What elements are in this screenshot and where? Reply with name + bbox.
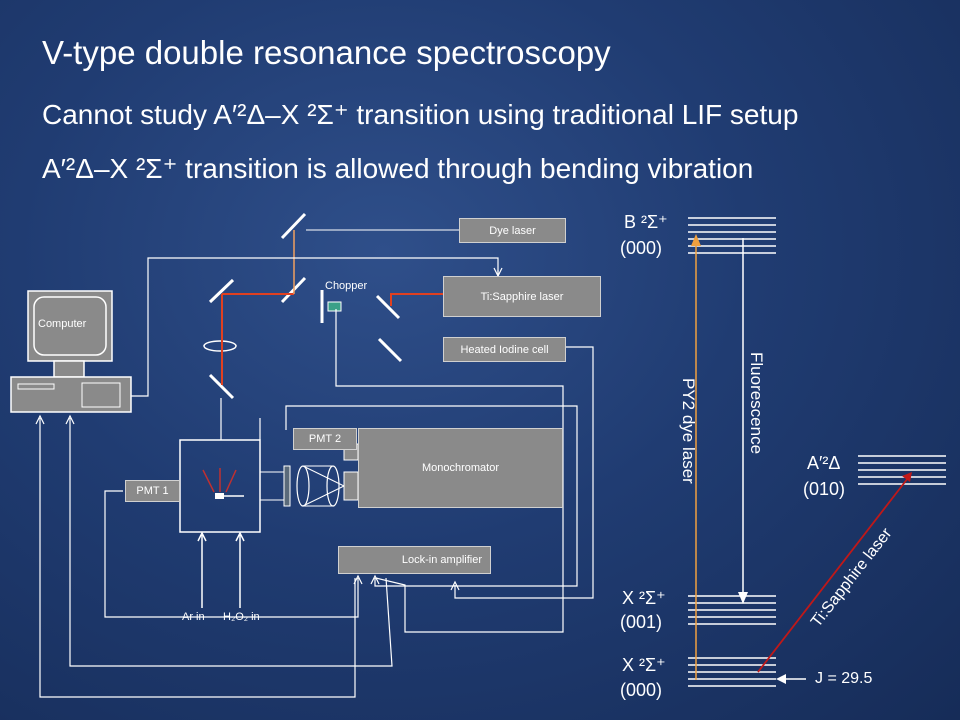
pmt1-box: PMT 1 <box>125 480 180 502</box>
slide-title: V-type double resonance spectroscopy <box>42 34 611 71</box>
chopper-label: Chopper <box>325 280 368 292</box>
x1-vib-label: (001) <box>620 612 663 632</box>
py2-dye-laser-label: PY2 dye laser <box>679 378 698 484</box>
laser-beam-path <box>221 293 443 385</box>
dye-laser-box: Dye laser <box>459 218 566 243</box>
x0-vib-label: (000) <box>620 680 663 700</box>
pmt2-box: PMT 2 <box>293 428 357 450</box>
bullet-line-1: Cannot study A′²Δ–X ²Σ⁺ transition using… <box>42 99 799 130</box>
a-state-label: A′²Δ <box>807 453 841 473</box>
h2o2-inlet-label: H₂O₂ in <box>223 611 260 623</box>
a-vib-label: (010) <box>803 479 846 499</box>
lockin-amplifier-box: Lock-in amplifier <box>338 546 491 574</box>
mirror-right <box>375 294 401 320</box>
lens <box>203 340 237 352</box>
x1-state-label: X ²Σ⁺ <box>622 588 666 608</box>
reaction-chamber <box>179 439 261 533</box>
bullet-line-2: A′²Δ–X ²Σ⁺ transition is allowed through… <box>42 153 754 184</box>
mirror-iodine <box>377 337 403 363</box>
iodine-cell-box: Heated Iodine cell <box>443 337 566 362</box>
b-state-label: B ²Σ⁺ <box>624 212 668 232</box>
computer-label: Computer <box>38 318 87 330</box>
j-value-label: J = 29.5 <box>815 670 873 687</box>
mirror-upper-left <box>208 278 235 304</box>
b-vib-label: (000) <box>620 238 663 258</box>
energy-level-lines <box>688 217 946 687</box>
monochromator-box: Monochromator <box>358 428 563 508</box>
signal-wiring <box>39 257 594 698</box>
ti-sapphire-laser-box: Ti:Sapphire laser <box>443 276 601 317</box>
ti-sapphire-arrow <box>757 477 909 673</box>
x0-state-label: X ²Σ⁺ <box>622 655 666 675</box>
mirror-dye <box>280 212 307 240</box>
sample-nozzle <box>215 493 224 499</box>
mirror-lower-left <box>208 373 235 400</box>
chopper-head <box>327 301 342 312</box>
fluorescence-label: Fluorescence <box>747 352 766 455</box>
ar-inlet-label: Ar in <box>182 611 205 623</box>
